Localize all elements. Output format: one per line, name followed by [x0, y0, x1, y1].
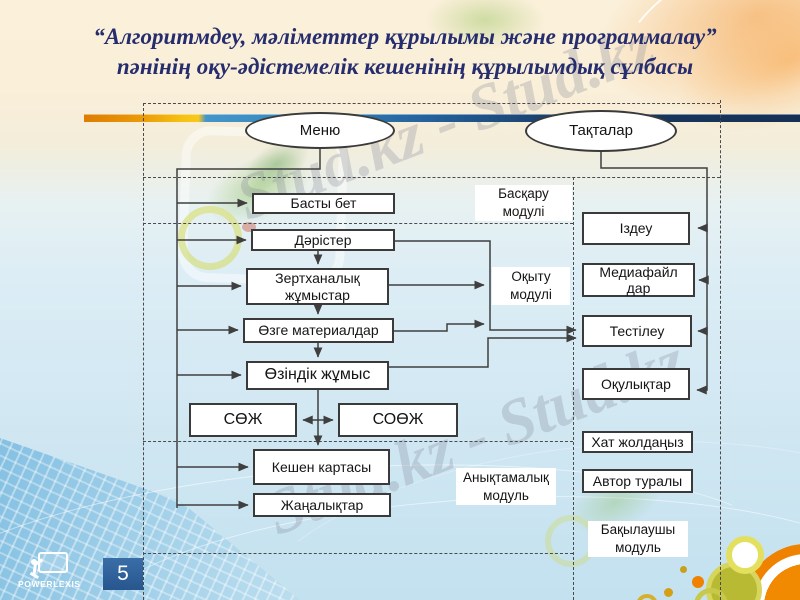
powerlexis-logo: POWERLEXIS [18, 548, 108, 594]
dot-decoration [680, 566, 687, 573]
node-media-files: Медиафайлдар [582, 263, 695, 297]
node-sozh: СӨЖ [189, 403, 297, 437]
ring-decoration [636, 594, 658, 600]
page-number-badge: 5 [103, 558, 143, 590]
node-news: Жаңалықтар [253, 493, 391, 517]
slide-title-line1: “Алгоритмдеу, мәліметтер құрылымы және п… [93, 24, 717, 49]
powerlexis-logo-text: POWERLEXIS [18, 579, 81, 589]
node-textbooks: Оқулықтар [582, 368, 690, 400]
node-about-author: Автор туралы [582, 469, 693, 493]
dashed-border-right [720, 100, 721, 600]
dot-decoration [664, 588, 673, 597]
node-labs: Зертханалық жұмыстар [246, 268, 389, 305]
node-soozh: СОӨЖ [338, 403, 458, 437]
ring-decoration [694, 588, 728, 600]
orange-dot-decoration [692, 576, 704, 588]
slide-title: “Алгоритмдеу, мәліметтер құрылымы және п… [30, 22, 780, 82]
bird-body [194, 137, 322, 241]
yellow-ring [178, 206, 242, 270]
dashed-divider-row4 [143, 553, 573, 554]
label-teaching-module: Оқыту модулі [492, 267, 570, 305]
dashed-divider-vertical [573, 177, 574, 600]
orange-circle-decoration [744, 544, 800, 600]
node-complex-map: Кешен картасы [253, 449, 390, 485]
slide-title-line2: пәнінің оқу-әдістемелік кешенінің құрылы… [116, 53, 694, 79]
dashed-border-left [143, 103, 144, 600]
node-home: Басты бет [252, 193, 395, 214]
wave-line-decoration [74, 476, 800, 600]
label-control-module: Басқару модулі [475, 185, 572, 221]
node-send-letter: Хат жолдаңыз [582, 431, 693, 453]
dashed-divider-row3 [143, 441, 573, 442]
olive-circle-decoration [706, 562, 762, 600]
node-menu: Меню [245, 112, 395, 149]
whiteboard-icon [38, 552, 68, 573]
node-lectures: Дәрістер [251, 229, 395, 251]
dashed-border-top [143, 103, 720, 104]
label-reference-module: Анықтамалық модуль [456, 468, 556, 505]
node-self-work: Өзіндік жұмыс [246, 361, 389, 390]
ring-decoration [726, 536, 764, 574]
node-testing: Тестілеу [582, 315, 692, 347]
dashed-divider-row2 [143, 223, 573, 224]
node-other-materials: Өзге материалдар [243, 318, 394, 343]
dashed-divider-row1 [143, 177, 720, 178]
node-panels: Тақталар [525, 110, 677, 152]
node-search: Іздеу [582, 212, 690, 245]
person-icon [29, 571, 40, 579]
label-monitoring-module: Бақылаушы модуль [588, 521, 688, 557]
accent-gradient-bar [84, 114, 800, 122]
